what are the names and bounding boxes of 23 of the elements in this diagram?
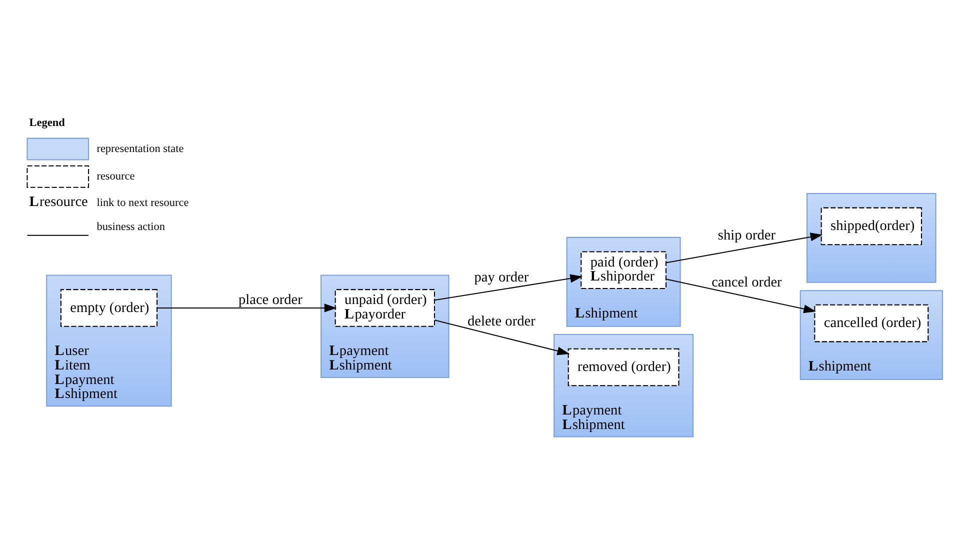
- arrow: [666, 278, 816, 313]
- node-box: unpaid (order) Lpayorder: [334, 288, 435, 326]
- arrow: [434, 274, 582, 300]
- arrow: [157, 303, 337, 312]
- node-box: cancelled (order): [814, 304, 929, 342]
- edge-label: ship order: [718, 227, 776, 244]
- legend-label: business action: [96, 220, 166, 233]
- label: Legend: [29, 116, 65, 128]
- node-box: empty (order): [60, 288, 158, 326]
- node-box: removed (order): [568, 348, 680, 386]
- edge-label: pay order: [474, 269, 529, 286]
- edge-label: cancel order: [712, 274, 782, 290]
- node-box: paid (order) Lshiporder: [580, 250, 666, 289]
- cluster: [806, 192, 936, 282]
- arrow: [434, 319, 570, 355]
- edge-label: delete order: [467, 313, 536, 330]
- label: Lresource: [29, 193, 88, 210]
- legend-label: representation state: [96, 142, 184, 154]
- node-box: shipped(order): [820, 206, 922, 245]
- legend-label: resource: [96, 170, 135, 182]
- arrow: [666, 232, 823, 263]
- legend-label: link to next resource: [96, 196, 189, 209]
- edge-label: place order: [238, 292, 302, 308]
